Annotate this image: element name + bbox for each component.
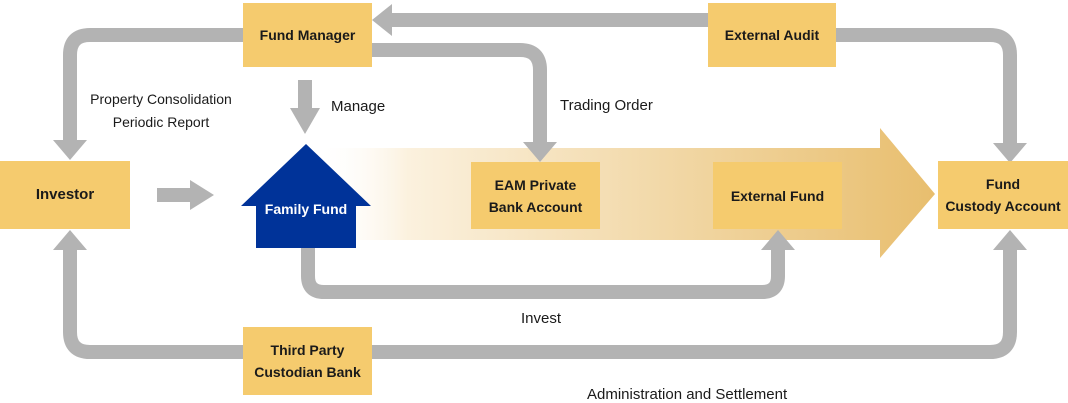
connector-audit-custody xyxy=(836,28,1017,143)
property-label-line1: Property Consolidation xyxy=(90,91,232,107)
arrowhead-investor-familyfund xyxy=(190,180,214,210)
connector-fundmanager-investor xyxy=(63,28,243,140)
external-fund-label: External Fund xyxy=(730,187,825,204)
property-label-line2: Periodic Report xyxy=(112,114,210,130)
investor-box: Investor xyxy=(0,161,130,229)
trading-order-label: Trading Order xyxy=(560,97,653,114)
arrowhead-externalfund-bottom xyxy=(761,230,795,250)
family-fund-label: Family Fund xyxy=(264,201,348,217)
arrowhead-custody-top xyxy=(993,143,1027,163)
third-party-custodian-box: Third Party Custodian Bank xyxy=(243,327,372,395)
investor-label: Investor xyxy=(35,186,95,203)
eam-private-bank-box: EAM Private Bank Account xyxy=(471,162,600,229)
arrowhead-custody-bottom xyxy=(993,230,1027,250)
fund-manager-box: Fund Manager xyxy=(243,3,372,67)
fund-manager-label: Fund Manager xyxy=(259,27,356,43)
invest-label: Invest xyxy=(521,310,562,327)
arrowhead-investor-bottom xyxy=(53,230,87,250)
connector-trading-order xyxy=(372,43,547,142)
arrowhead-investor-top xyxy=(53,140,87,160)
manage-label: Manage xyxy=(331,98,386,115)
eam-label-line1: EAM Private xyxy=(494,176,577,193)
eam-label-line2: Bank Account xyxy=(488,198,583,215)
custody-label-line1: Fund xyxy=(985,176,1021,192)
external-audit-label: External Audit xyxy=(724,27,820,43)
external-audit-box: External Audit xyxy=(708,3,836,67)
tpcb-label-line1: Third Party xyxy=(270,342,345,358)
arrowhead-eam-top xyxy=(523,142,557,162)
value-flow-arrow xyxy=(315,128,935,258)
connector-custodian-investor xyxy=(63,248,243,359)
administration-settlement-label: Administration and Settlement xyxy=(587,386,788,403)
connector-custodian-custody xyxy=(372,248,1017,359)
tpcb-label-line2: Custodian Bank xyxy=(254,364,361,380)
connector-invest xyxy=(301,248,785,299)
fund-custody-account-box: Fund Custody Account xyxy=(938,161,1068,229)
family-fund-house-icon xyxy=(241,144,371,248)
custody-label-line2: Custody Account xyxy=(945,198,1061,214)
property-consolidation-label: Property Consolidation Periodic Report xyxy=(78,88,244,134)
arrowhead-manage xyxy=(290,108,320,134)
arrowhead-fundmanager-right xyxy=(372,4,392,36)
external-fund-box: External Fund xyxy=(713,162,842,229)
